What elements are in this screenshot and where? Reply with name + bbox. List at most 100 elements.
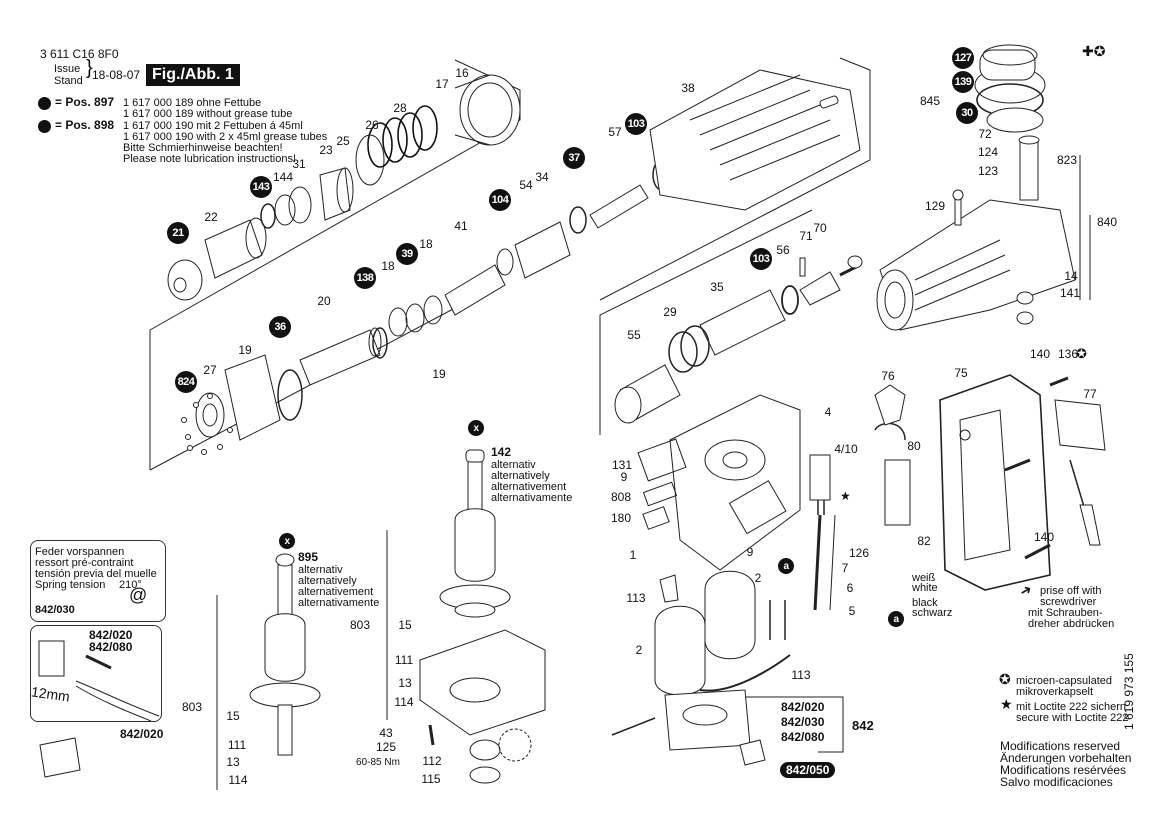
- open-star-icon: ✪: [1076, 346, 1087, 361]
- part-number-125: 125: [375, 740, 397, 754]
- wire-white-en: white: [912, 582, 938, 594]
- part-number-43: 43: [379, 726, 393, 740]
- part-number-72: 72: [978, 127, 992, 141]
- connector-a-marker: a: [778, 558, 794, 574]
- piston-group: [668, 255, 863, 373]
- spring-part-number: 842/030: [35, 604, 75, 616]
- part-number-82: 82: [917, 534, 931, 548]
- part-number-77: 77: [1083, 387, 1097, 401]
- circlip-18a: [388, 307, 408, 337]
- part-bubble-36: 36: [269, 316, 291, 338]
- wire-black-en: black: [912, 597, 938, 609]
- legend-loctite-de: mit Loctite 222 sichern: [1016, 701, 1127, 713]
- torque-value: 60-85 Nm: [356, 757, 400, 768]
- part-number-19: 19: [238, 343, 252, 357]
- part-142-label: 142: [491, 445, 512, 459]
- ring-37: [569, 206, 587, 234]
- connector-a-marker: a: [888, 611, 904, 627]
- legend-microencapsulated-en: microen-capsulated: [1016, 675, 1112, 687]
- pos-898-label: = Pos. 898: [55, 118, 115, 132]
- part-bubble-138: 138: [354, 267, 376, 289]
- spring-angle: 210°: [119, 579, 142, 591]
- part-number-7: 7: [841, 561, 849, 575]
- brush-042-050: [739, 739, 766, 766]
- spring-28: [367, 105, 438, 168]
- screw-head-129: [952, 189, 964, 201]
- gear-72: [974, 44, 1046, 133]
- issue-label-text: Issue: [54, 63, 81, 75]
- spring-tension-box: Feder vorspannen ressort pré-contraint t…: [30, 540, 166, 622]
- nut-112-115: [469, 728, 532, 784]
- lubrication-note-de: Bitte Schmierhinweise beachten!: [123, 142, 283, 154]
- document-number: 1 619 973 155: [1122, 653, 1136, 730]
- part-bubble-103: 103: [625, 113, 647, 135]
- part-number-111: 111: [394, 653, 414, 667]
- x-marker-icon: x: [279, 533, 295, 549]
- part-number-56: 56: [776, 243, 790, 257]
- ring-104: [496, 248, 514, 276]
- part-number-71: 71: [799, 229, 813, 243]
- modifications-fr: Modifications resérvées: [1000, 763, 1127, 777]
- screw-136: [1049, 376, 1069, 387]
- clip-76: [874, 384, 906, 426]
- pos-897-line1: 1 617 000 189 ohne Fettube: [123, 97, 262, 109]
- figure-label: Fig./Abb. 1: [146, 64, 240, 86]
- part-number-123: 123: [977, 164, 999, 178]
- labels-131-808-180: [637, 438, 687, 530]
- part-number-114: 114: [394, 695, 414, 709]
- brush-box-part2: 842/080: [89, 640, 133, 654]
- star-icon: ★: [1000, 696, 1013, 712]
- part-842-080: 842/080: [781, 730, 825, 744]
- modifications-de: Änderungen vorbehalten: [1000, 751, 1132, 765]
- part-number-823: 823: [1056, 153, 1078, 167]
- spring-box-line4: Spring tension: [35, 579, 106, 591]
- part-number-31: 31: [292, 157, 306, 171]
- alt-line-fr: alternativement: [491, 481, 567, 493]
- bearing-cover-43: [419, 629, 546, 746]
- part-number-34: 34: [535, 170, 549, 184]
- filled-dot-icon: [38, 120, 51, 133]
- ring-31: [288, 186, 312, 224]
- brush-pliers-box: 842/020 842/080 12mm: [30, 625, 162, 722]
- gear-housing-840: [876, 199, 1076, 331]
- part-number-17: 17: [435, 77, 449, 91]
- pos-897-label: = Pos. 897: [55, 95, 115, 109]
- part-number-144: 144: [272, 170, 294, 184]
- part-number-803: 803: [349, 618, 371, 632]
- brush-holder-80: [874, 422, 911, 526]
- part-bubble-37: 37: [563, 147, 585, 169]
- part-number-5: 5: [848, 604, 856, 618]
- wire-black-de: schwarz: [912, 607, 953, 619]
- part-bubble-104: 104: [489, 189, 511, 211]
- prise-note-line4: dreher abdrücken: [1028, 618, 1115, 630]
- part-number-25: 25: [336, 134, 350, 148]
- ring-144: [274, 194, 296, 226]
- part-number-140: 140: [1029, 347, 1051, 361]
- cover-77: [1054, 399, 1106, 451]
- alt-line-de: alternativ: [491, 459, 536, 471]
- part-number-6: 6: [846, 581, 854, 595]
- part-number-141: 141: [1059, 286, 1081, 300]
- spring-box-line3: tensión previa del muelle: [35, 568, 157, 580]
- brush-plate: [664, 689, 751, 751]
- part-number-57: 57: [608, 125, 622, 139]
- part-number-18: 18: [381, 259, 395, 273]
- part-number-2: 2: [635, 643, 643, 657]
- issue-label: Issue Stand: [54, 63, 83, 87]
- part-number-14: 14: [1064, 269, 1078, 283]
- tool-holder-sleeve: [454, 74, 521, 146]
- piston-55: [614, 364, 681, 424]
- part-842-030: 842/030: [781, 715, 825, 729]
- housing-38: [649, 69, 861, 211]
- lubrication-note-en: Please note lubrication instructions!: [123, 153, 297, 165]
- part-number-180: 180: [610, 511, 632, 525]
- part-number-136: 136: [1057, 347, 1079, 361]
- clip-113: [659, 574, 679, 603]
- part-number-15: 15: [226, 709, 240, 723]
- part-bubble-143: 143: [250, 176, 272, 198]
- stand-label-text: Stand: [54, 75, 83, 87]
- field-coil-2: [654, 570, 791, 696]
- part-number-38: 38: [681, 81, 695, 95]
- part-number-840: 840: [1096, 215, 1118, 229]
- alt-line-es: alternativamente: [298, 597, 380, 609]
